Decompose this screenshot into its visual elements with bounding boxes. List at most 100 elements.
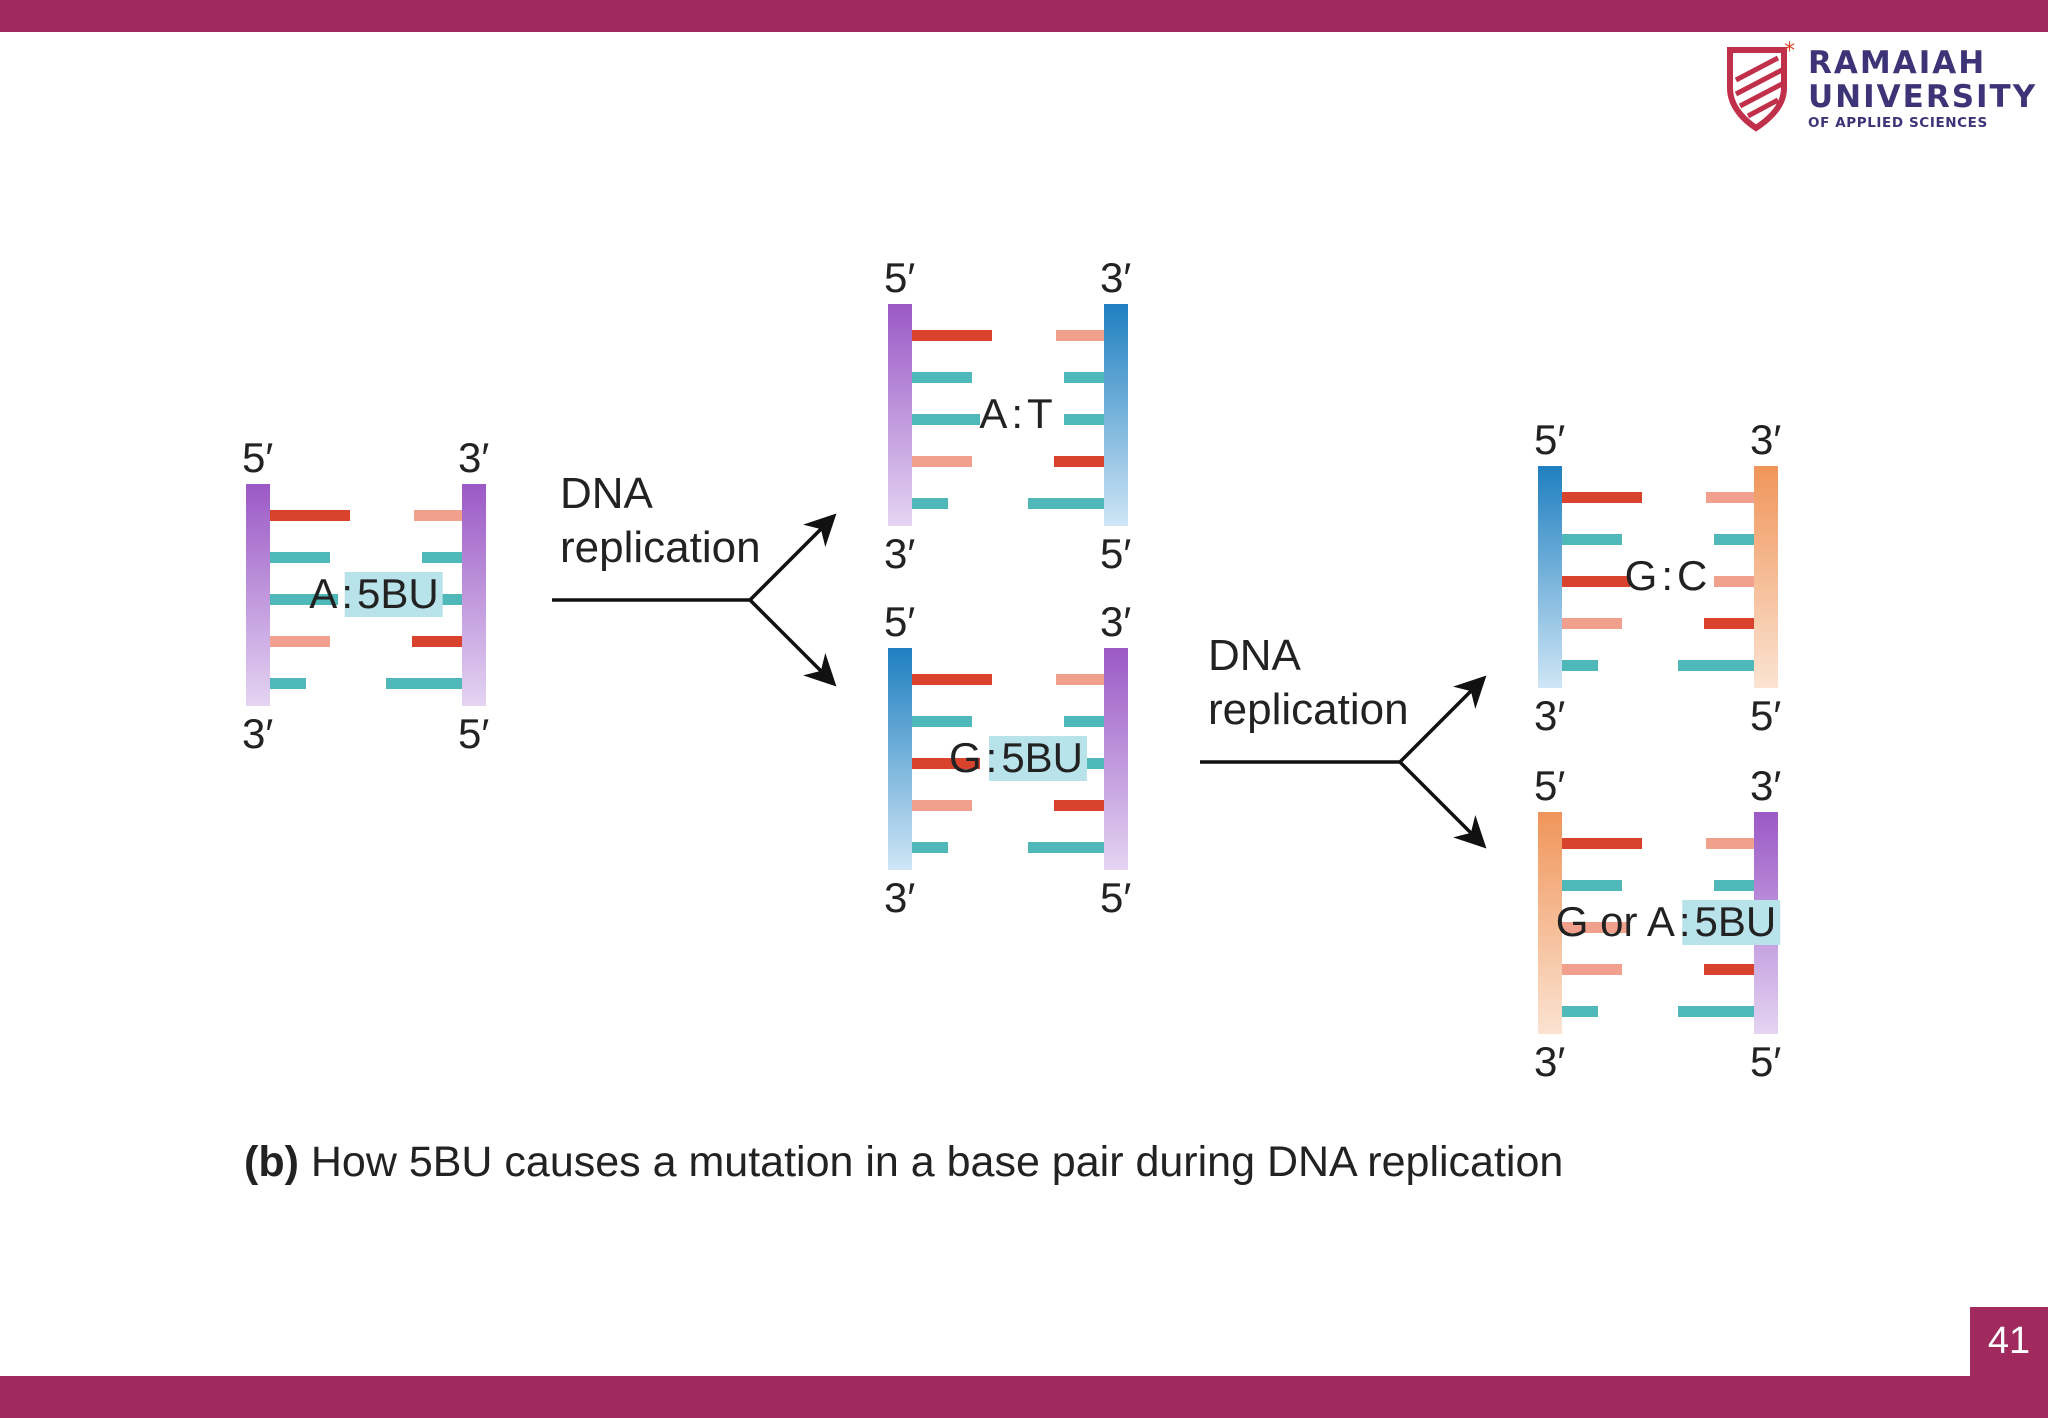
right-base	[1714, 534, 1754, 545]
left-base	[270, 594, 338, 605]
arrow-label-2-line1: DNA	[1208, 631, 1302, 680]
right-base	[1706, 838, 1754, 849]
right-strand	[1754, 466, 1778, 688]
right-strand	[1104, 304, 1128, 526]
end-label-bottom-right: 5′	[1750, 692, 1781, 739]
right-base	[412, 636, 462, 647]
end-label-top-right: 3′	[1100, 254, 1131, 301]
left-base	[912, 330, 992, 341]
caption-label: (b)	[244, 1138, 299, 1186]
right-base	[422, 552, 462, 563]
pair-label: A:5BU	[309, 570, 438, 617]
university-logo: * RAMAIAH UNIVERSITY OF APPLIED SCIENCES	[1722, 40, 2035, 132]
logo-line-3: OF APPLIED SCIENCES	[1808, 115, 1988, 131]
arrow-label-2-line2: replication	[1208, 685, 1409, 734]
replication-arrow-down-1	[748, 598, 837, 687]
pair-separator: :	[1661, 552, 1673, 599]
right-base	[1704, 964, 1754, 975]
duplex-gen2-bottom: 5′ 3′ 3′ 5′ G or A:5BU	[1534, 762, 1781, 1085]
end-label-top-right: 3′	[1750, 416, 1781, 463]
end-label-top-left: 5′	[1534, 416, 1565, 463]
pair-left-base: A	[309, 570, 337, 617]
end-label-bottom-right: 5′	[1100, 530, 1131, 577]
top-brand-bar	[0, 0, 2048, 32]
end-label-top-left: 5′	[242, 434, 273, 481]
pair-right-base: T	[1027, 390, 1053, 437]
left-base	[912, 456, 972, 467]
right-base	[386, 678, 462, 689]
left-base	[912, 414, 980, 425]
end-label-bottom-right: 5′	[1100, 874, 1131, 921]
right-base	[1064, 716, 1104, 727]
arrows-layer	[552, 513, 1487, 849]
pair-right-base: 5BU	[1001, 734, 1083, 781]
left-strand	[1538, 812, 1562, 1034]
pair-label: G or A:5BU	[1556, 898, 1776, 945]
right-base	[1054, 800, 1104, 811]
right-strand	[1104, 648, 1128, 870]
left-strand	[1538, 466, 1562, 688]
left-base	[912, 674, 992, 685]
end-label-bottom-right: 5′	[458, 710, 489, 757]
pair-separator: :	[1679, 898, 1691, 945]
left-base	[912, 842, 948, 853]
pair-separator: :	[1011, 390, 1023, 437]
left-base	[1562, 922, 1630, 933]
left-base	[1562, 880, 1622, 891]
left-base	[270, 510, 350, 521]
end-label-bottom-left: 3′	[884, 874, 915, 921]
pair-label: G:5BU	[949, 734, 1083, 781]
end-label-bottom-left: 3′	[1534, 692, 1565, 739]
right-base	[1028, 498, 1104, 509]
end-label-bottom-left: 3′	[242, 710, 273, 757]
right-base	[1704, 618, 1754, 629]
end-label-top-right: 3′	[458, 434, 489, 481]
pair-left-base: G	[1625, 552, 1658, 599]
right-base	[1054, 456, 1104, 467]
pair-separator: :	[986, 734, 998, 781]
left-base	[1562, 964, 1622, 975]
left-base	[912, 800, 972, 811]
right-base	[1056, 674, 1104, 685]
highlight-5bu	[1682, 900, 1781, 945]
duplex-parent: 5′ 3′ 3′ 5′ A:5BU	[242, 434, 489, 757]
caption-text: How 5BU causes a mutation in a base pair…	[310, 1138, 1564, 1186]
replication-arrow-down-2	[1398, 760, 1487, 849]
highlight-5bu	[989, 736, 1088, 781]
logo-shield-icon: *	[1727, 40, 1795, 132]
end-label-bottom-left: 3′	[1534, 1038, 1565, 1085]
left-base	[270, 552, 330, 563]
end-label-top-left: 5′	[1534, 762, 1565, 809]
end-label-bottom-right: 5′	[1750, 1038, 1781, 1085]
duplex-gen1-bottom: 5′3′3′5′G:5BU	[884, 598, 1131, 921]
left-base	[270, 678, 306, 689]
right-base	[1064, 414, 1104, 425]
right-base	[1706, 492, 1754, 503]
pair-left-base: G	[949, 734, 982, 781]
end-label-top-left: 5′	[884, 254, 915, 301]
right-base	[1678, 1006, 1754, 1017]
arrow-label-2: DNA replication	[1208, 631, 1409, 734]
right-base	[1678, 660, 1754, 671]
left-base	[1562, 492, 1642, 503]
logo-line-2: UNIVERSITY	[1808, 79, 2038, 115]
pair-label: A:T	[979, 390, 1052, 437]
right-base	[414, 510, 462, 521]
pair-left-base: G or A	[1556, 898, 1675, 945]
left-strand	[888, 648, 912, 870]
bottom-brand-bar	[0, 1376, 2048, 1418]
left-strand	[888, 304, 912, 526]
end-label-top-right: 3′	[1750, 762, 1781, 809]
svg-text:*: *	[1784, 40, 1795, 64]
pair-right-base: C	[1677, 552, 1707, 599]
pair-right-base: 5BU	[357, 570, 439, 617]
duplex-gen1-top: 5′ 3′ 3′ 5′ A:T	[884, 254, 1131, 577]
left-base	[1562, 660, 1598, 671]
end-label-bottom-left: 3′	[884, 530, 915, 577]
highlight-5bu	[344, 572, 443, 617]
page-number: 41	[1970, 1307, 2048, 1376]
left-base	[1562, 618, 1622, 629]
left-base	[912, 716, 972, 727]
left-base	[1562, 1006, 1598, 1017]
pair-label: G:C	[1625, 552, 1708, 599]
